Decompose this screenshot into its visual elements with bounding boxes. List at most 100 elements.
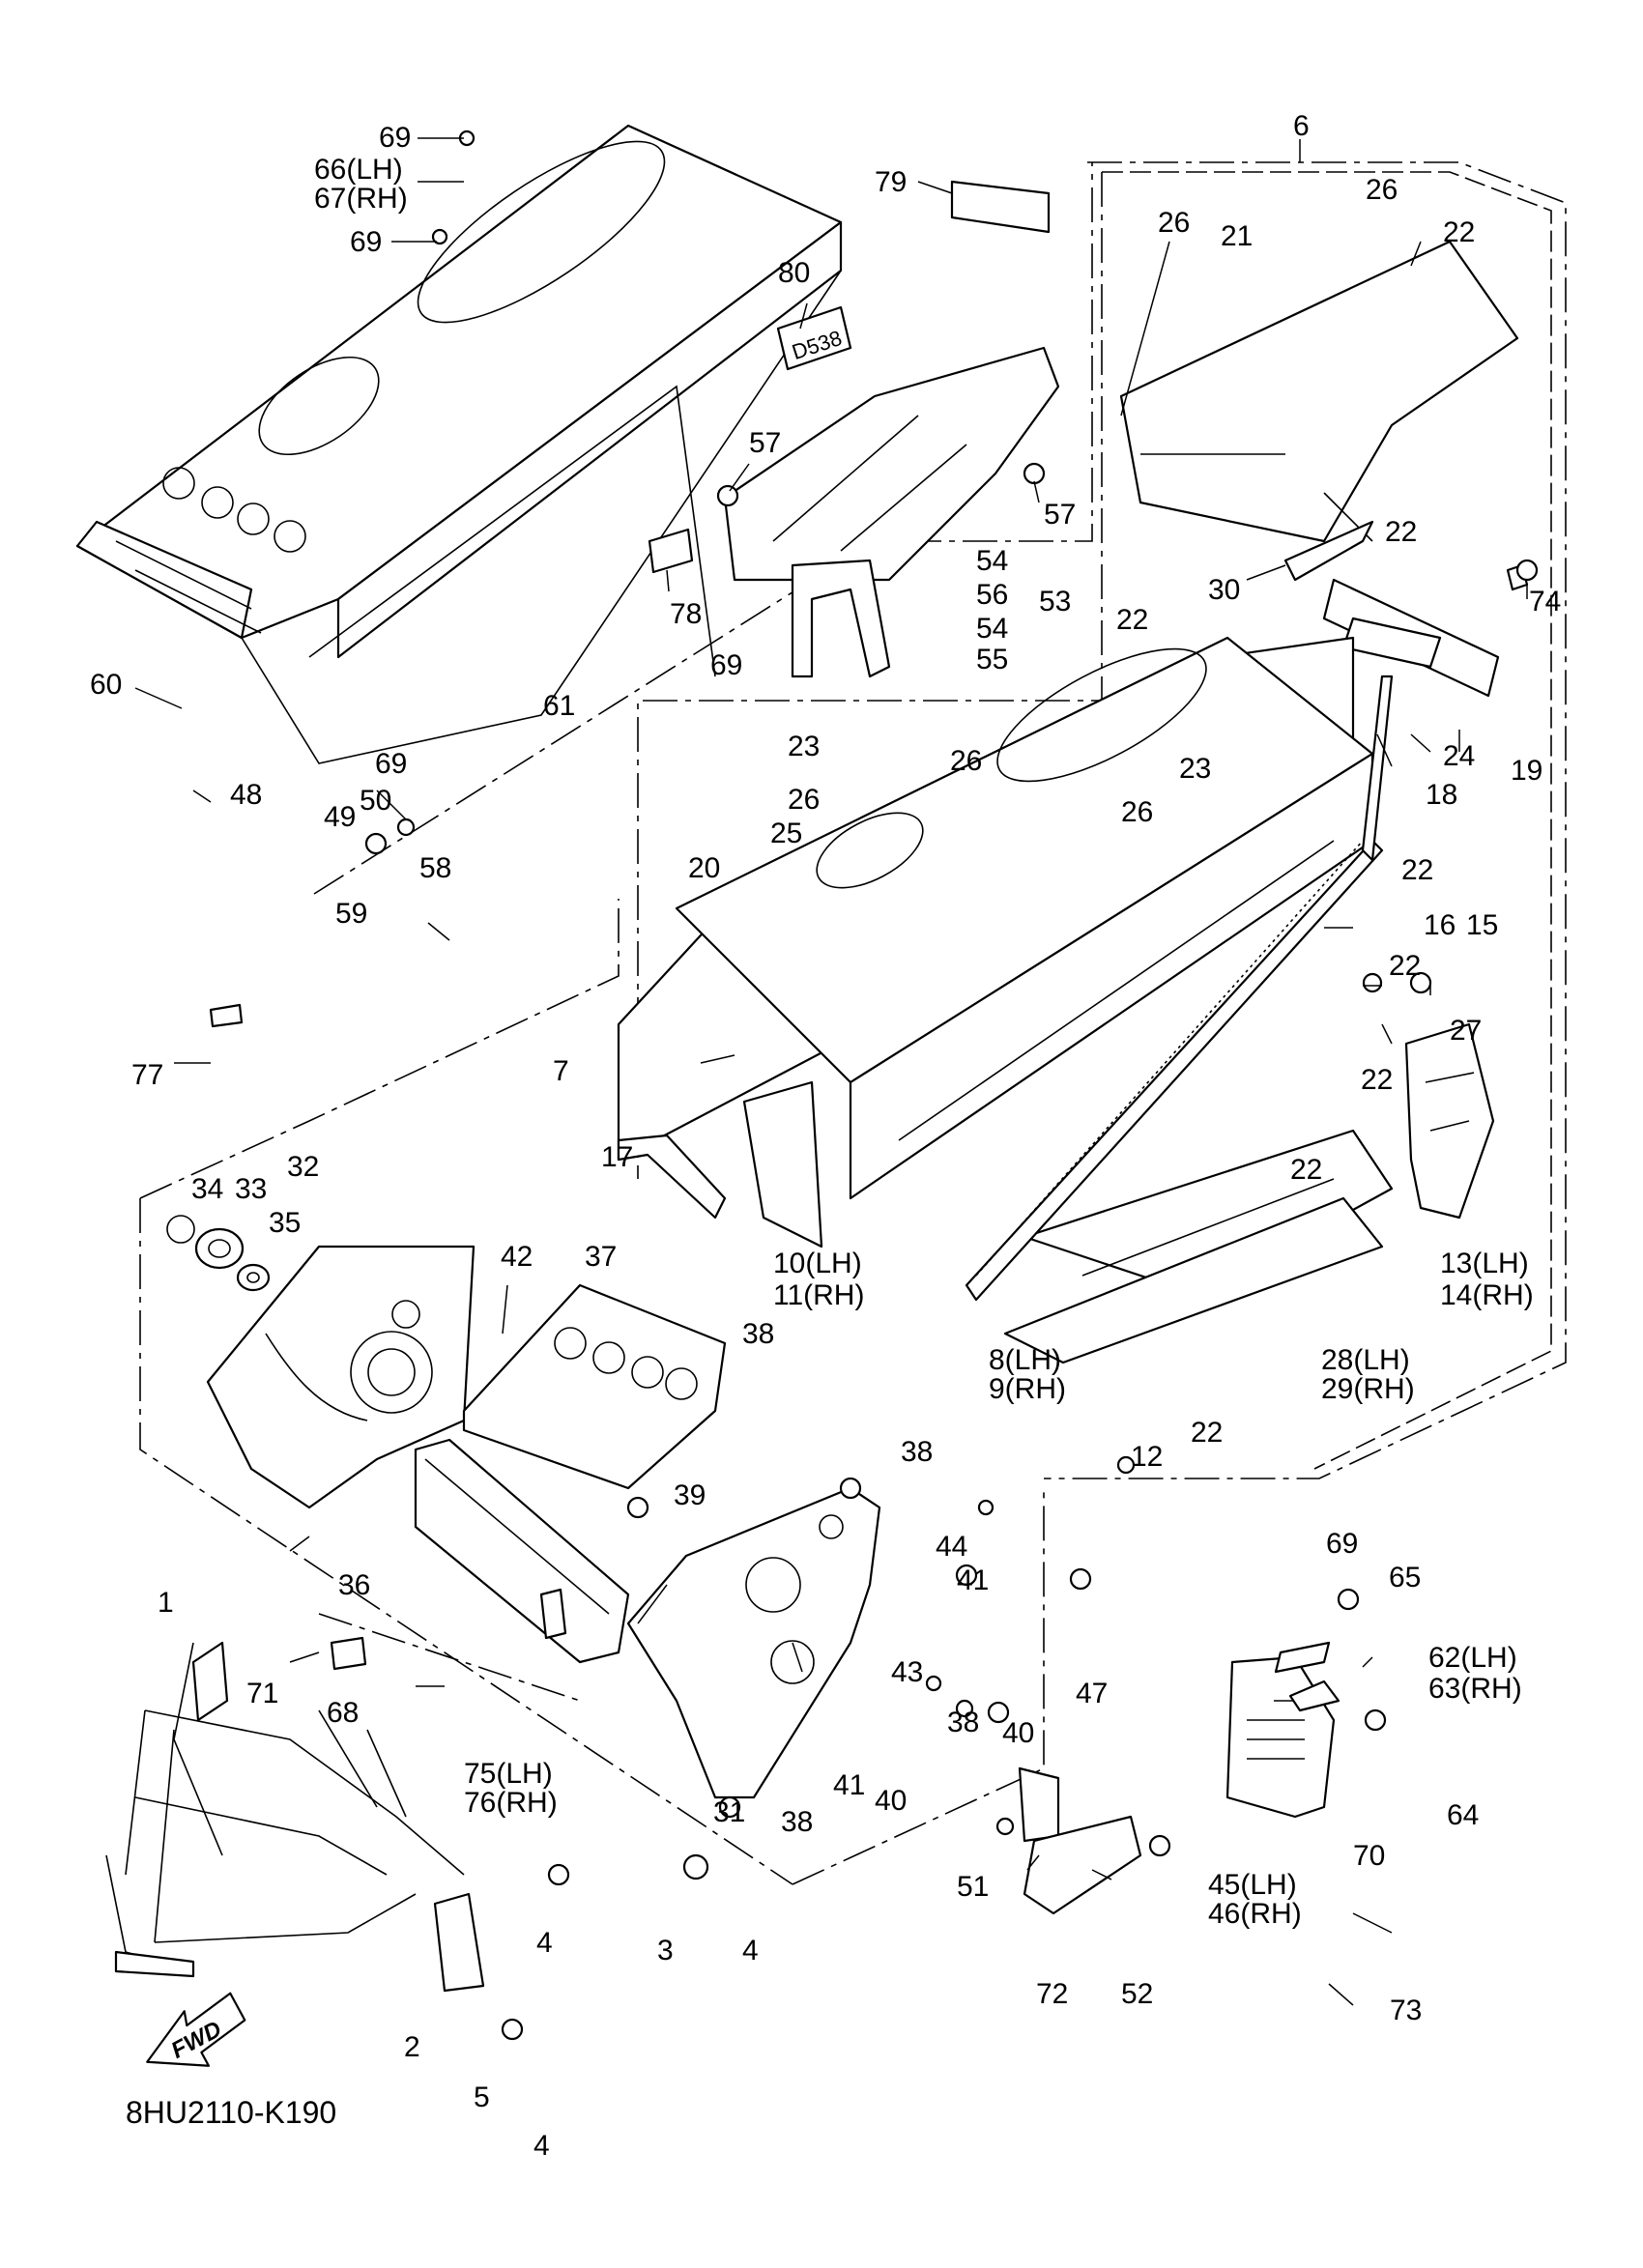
callout-label-c22c: 22 — [1116, 604, 1148, 636]
callout-label-c22e: 22 — [1389, 950, 1421, 982]
callout-label-c32: 32 — [287, 1151, 319, 1183]
callout-label-c48: 48 — [230, 779, 262, 811]
callout-label-c20: 20 — [688, 852, 720, 884]
callout-label-c54a: 54 — [976, 545, 1008, 577]
callout-label-c46: 46(RH) — [1208, 1898, 1302, 1930]
callout-label-c7: 7 — [553, 1055, 569, 1087]
leader-lines — [134, 137, 1528, 2006]
callout-label-c8: 8(LH) — [989, 1344, 1061, 1376]
callout-label-c14: 14(RH) — [1440, 1279, 1534, 1311]
callout-label-c22f: 22 — [1361, 1064, 1393, 1096]
callout-label-c22a: 22 — [1443, 216, 1475, 248]
hardware-parts — [364, 129, 1539, 2041]
cover-37 — [462, 1283, 727, 1490]
callout-label-c69a: 69 — [379, 122, 411, 154]
callout-label-c63: 63(RH) — [1428, 1673, 1522, 1705]
main-tunnel-part — [617, 636, 1374, 1200]
callout-label-c67: 67(RH) — [314, 183, 408, 215]
callout-label-c1: 1 — [158, 1587, 174, 1619]
callout-label-c37: 37 — [585, 1241, 617, 1273]
callout-label-c11: 11(RH) — [773, 1279, 864, 1311]
callout-label-c33: 33 — [235, 1173, 267, 1205]
callout-label-c19: 19 — [1511, 755, 1542, 787]
guard-parts — [1018, 1766, 1142, 1915]
callout-label-c12: 12 — [1131, 1441, 1163, 1473]
callout-label-c27: 27 — [1450, 1015, 1482, 1047]
callout-label-c51: 51 — [957, 1871, 989, 1903]
callout-label-c6: 6 — [1293, 110, 1310, 142]
callout-label-c30: 30 — [1208, 574, 1240, 606]
callout-label-c65: 65 — [1389, 1562, 1421, 1593]
callout-label-c24: 24 — [1443, 740, 1475, 772]
bearing-parts — [166, 1215, 271, 1292]
step-parts — [1225, 1641, 1340, 1819]
callout-label-c40a: 40 — [1002, 1717, 1034, 1749]
callout-label-c31: 31 — [713, 1796, 745, 1828]
callout-label-c52: 52 — [1121, 1978, 1153, 2010]
callout-label-c35: 35 — [269, 1207, 301, 1239]
callout-label-c26d: 26 — [1121, 796, 1153, 828]
callout-label-c38b: 38 — [901, 1436, 933, 1468]
callout-label-c26a: 26 — [1158, 207, 1190, 239]
rail-part — [965, 675, 1394, 1302]
callout-label-c5: 5 — [474, 2081, 490, 2113]
callout-label-c44: 44 — [936, 1531, 967, 1563]
callout-label-c59: 59 — [335, 898, 367, 930]
callout-label-c55: 55 — [976, 644, 1008, 675]
group-boundaries — [139, 161, 1567, 1885]
callout-label-c41a: 41 — [957, 1565, 989, 1596]
callout-label-c26b: 26 — [1366, 174, 1398, 206]
callout-label-c69b: 69 — [350, 226, 382, 258]
callout-label-c10: 10(LH) — [773, 1248, 862, 1279]
callout-label-c41b: 41 — [833, 1769, 865, 1801]
callout-label-c75: 75(LH) — [464, 1758, 553, 1790]
callout-label-c45: 45(LH) — [1208, 1869, 1297, 1901]
callout-label-c69d: 69 — [375, 748, 407, 780]
callout-label-c4a: 4 — [536, 1927, 553, 1959]
callout-label-c15: 15 — [1466, 909, 1498, 941]
bulkhead-31 — [626, 1486, 881, 1799]
callout-label-c38a: 38 — [742, 1318, 774, 1350]
callout-label-c68: 68 — [327, 1697, 359, 1729]
callout-label-c57a: 57 — [749, 427, 781, 459]
callout-label-c25: 25 — [770, 818, 802, 849]
bracket-2 — [433, 1892, 485, 1993]
callout-label-c77: 77 — [131, 1059, 163, 1091]
callout-label-c73: 73 — [1390, 1995, 1422, 2026]
callout-label-c22b: 22 — [1385, 516, 1417, 548]
footrest-part — [1003, 1129, 1394, 1364]
callout-label-c23b: 23 — [1179, 753, 1211, 785]
callout-label-c29: 29(RH) — [1321, 1373, 1415, 1405]
callout-label-c39: 39 — [674, 1479, 706, 1511]
panel-10-11 — [742, 1080, 823, 1249]
callout-label-c22d: 22 — [1401, 854, 1433, 886]
callout-label-c34: 34 — [191, 1173, 223, 1205]
callout-label-c26c: 26 — [950, 745, 982, 777]
callout-label-c74: 74 — [1529, 586, 1561, 617]
callout-label-c22g: 22 — [1290, 1154, 1322, 1186]
plate-32 — [206, 1245, 476, 1509]
callout-label-c18: 18 — [1426, 779, 1457, 811]
callout-label-c28: 28(LH) — [1321, 1344, 1410, 1376]
callout-label-c70: 70 — [1353, 1840, 1385, 1872]
callout-label-c42: 42 — [501, 1241, 533, 1273]
callout-label-c47: 47 — [1076, 1678, 1108, 1709]
callout-label-c38c: 38 — [947, 1707, 979, 1738]
callout-label-c58: 58 — [419, 852, 451, 884]
callout-label-c49: 49 — [324, 801, 356, 833]
callout-label-c69c: 69 — [710, 649, 742, 681]
callout-label-c62: 62(LH) — [1428, 1642, 1517, 1674]
bracket-13-14 — [1404, 1022, 1495, 1220]
callout-label-c80: 80 — [778, 257, 810, 289]
callout-label-c13: 13(LH) — [1440, 1248, 1529, 1279]
callout-label-c26e: 26 — [788, 784, 820, 816]
rear-tunnel-part — [75, 124, 843, 764]
seat-bracket-part — [723, 346, 1060, 678]
callout-label-c79: 79 — [875, 166, 907, 198]
callout-label-c36: 36 — [338, 1569, 370, 1601]
callout-label-c56: 56 — [976, 579, 1008, 611]
callout-label-c78: 78 — [670, 598, 702, 630]
